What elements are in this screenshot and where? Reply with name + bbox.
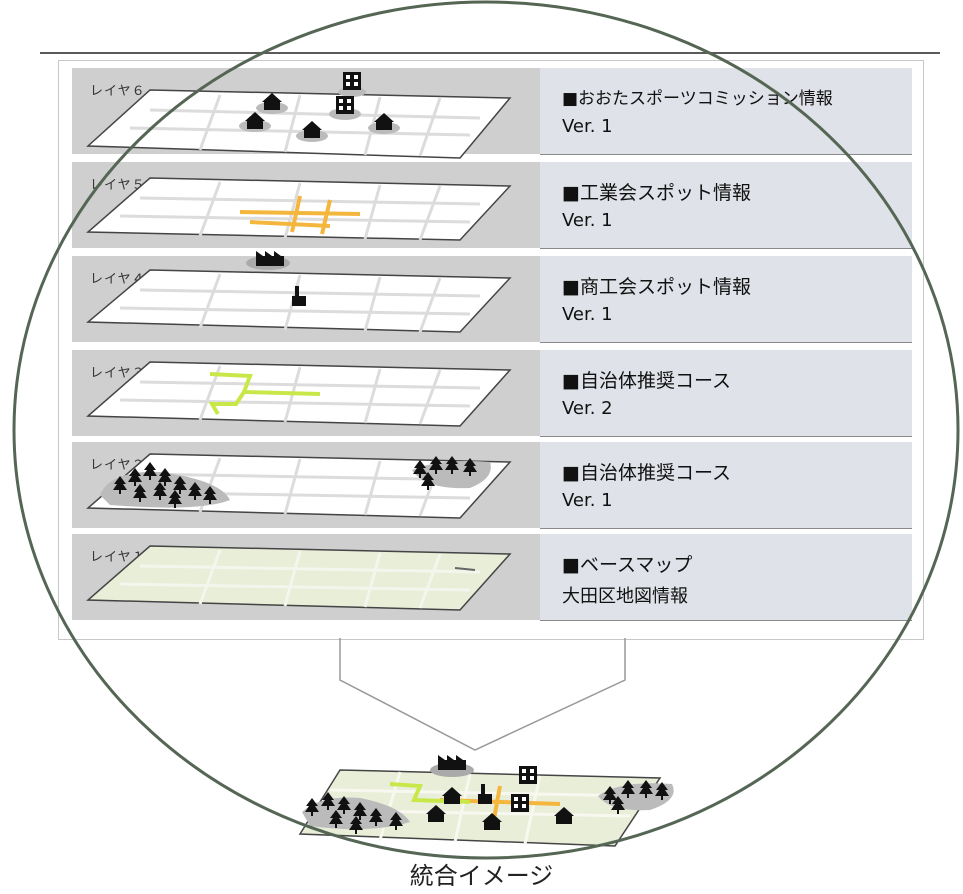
- layer-version: 大田区地図情報: [562, 586, 688, 607]
- integrated-image-caption: 統合イメージ: [409, 862, 554, 890]
- layer-label: レイヤ２: [90, 458, 146, 473]
- map-layer-1: [86, 545, 512, 611]
- highlight-circle: [12, 0, 960, 860]
- layer-version: Ver. 1: [562, 116, 613, 137]
- layer-label: レイヤ３: [90, 366, 146, 381]
- map-layer-6: [86, 72, 512, 159]
- layer-title: ■おおたスポーツコミッション情報: [562, 89, 833, 109]
- map-layer-3: [86, 361, 512, 427]
- layer-version: Ver. 2: [562, 398, 613, 419]
- layer-title: ■商工会スポット情報: [562, 276, 751, 298]
- layer-title: ■自治体推奨コース: [562, 370, 732, 392]
- layer-title: ■自治体推奨コース: [562, 462, 732, 484]
- map-layer-2: [86, 453, 512, 519]
- layer-label: レイヤ６: [90, 84, 146, 99]
- top-rule: [40, 52, 940, 54]
- map-layer-4: [86, 251, 512, 333]
- layer-info-5: ■工業会スポット情報 Ver. 1: [540, 162, 912, 249]
- layer-info-2: ■自治体推奨コース Ver. 1: [540, 442, 912, 529]
- layer-label: レイヤ１: [90, 550, 146, 565]
- layer-info-4: ■商工会スポット情報 Ver. 1: [540, 256, 912, 343]
- layer-version: Ver. 1: [562, 210, 613, 231]
- integrated-map: [298, 755, 674, 847]
- layer-label: レイヤ５: [90, 178, 146, 193]
- layer-label: レイヤ４: [90, 272, 146, 287]
- map-layer-5: [86, 177, 512, 241]
- layer-info-3: ■自治体推奨コース Ver. 2: [540, 350, 912, 437]
- layer-version: Ver. 1: [562, 490, 613, 511]
- layer-title: ■ベースマップ: [562, 554, 693, 576]
- layer-info-1: ■ベースマップ 大田区地図情報: [540, 534, 912, 621]
- merge-arrow: [339, 638, 626, 751]
- layer-title: ■工業会スポット情報: [562, 182, 751, 204]
- layer-info-6: ■おおたスポーツコミッション情報 Ver. 1: [540, 68, 912, 155]
- layer-version: Ver. 1: [562, 304, 613, 325]
